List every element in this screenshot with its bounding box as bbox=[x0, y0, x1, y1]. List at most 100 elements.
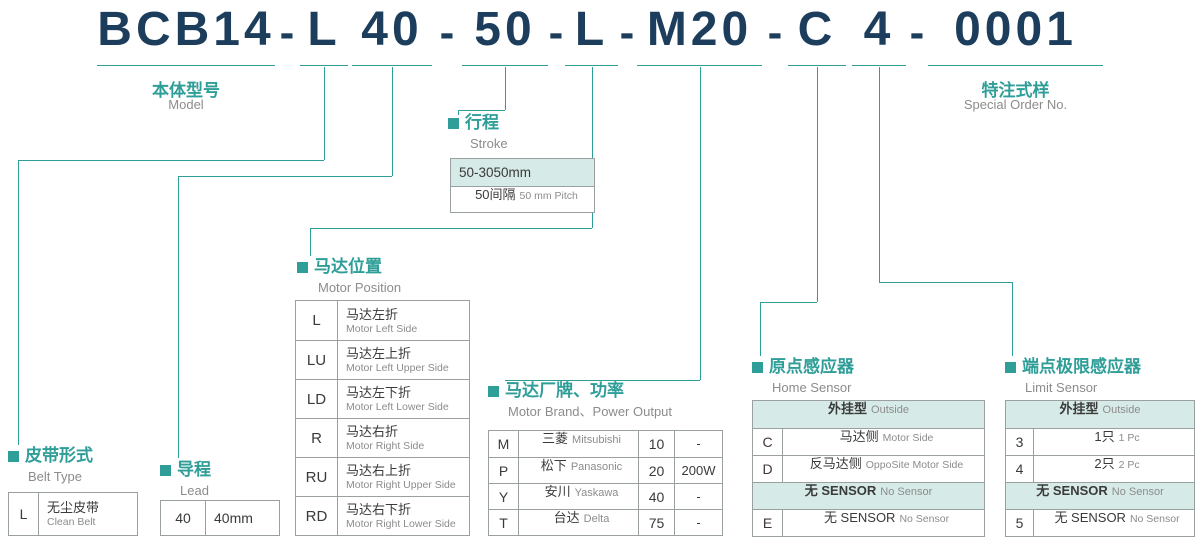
connector-belt-type bbox=[18, 160, 324, 161]
desc-cell: 无尘皮带 Clean Belt bbox=[39, 493, 137, 535]
code-cell: R bbox=[296, 419, 338, 457]
desc-cell: 马达左折 Motor Left Side bbox=[338, 301, 469, 340]
desc-en: Motor Side bbox=[882, 432, 934, 444]
desc-cell: 1只 1 Pc bbox=[1034, 429, 1194, 455]
power-value: - bbox=[696, 436, 701, 451]
segment-special-order-code: 0001 bbox=[928, 3, 1103, 66]
desc-zh: 马达右折 bbox=[346, 424, 399, 439]
brand-cell: 松下 Panasonic bbox=[519, 458, 639, 483]
table-row: 50-3050mm bbox=[451, 159, 594, 186]
table-row: Y 安川 Yaskawa 40 - bbox=[489, 483, 722, 509]
code-cell: T bbox=[489, 510, 519, 535]
stroke-title-zh: 行程 bbox=[465, 113, 499, 132]
power-cell: 200W bbox=[675, 458, 722, 483]
stroke-title-en: Stroke bbox=[470, 136, 508, 151]
power-code-cell: 20 bbox=[639, 458, 675, 483]
table-row: D 反马达侧 OppoSite Motor Side bbox=[753, 455, 984, 482]
table-row: 5 无 SENSOR No Sensor bbox=[1006, 509, 1194, 536]
header-cell: 外挂型 Outside bbox=[1006, 401, 1194, 428]
motor-position-table: L 马达左折 Motor Left Side LU 马达左上折 Motor Le… bbox=[295, 300, 470, 536]
brand-zh: 台达 bbox=[553, 510, 580, 525]
connector-stroke bbox=[458, 110, 459, 115]
desc-cell: 马达右下折 Motor Right Lower Side bbox=[338, 497, 469, 535]
code-cell: E bbox=[753, 510, 783, 536]
desc-zh: 1只 bbox=[1094, 429, 1115, 444]
bullet-square-icon bbox=[488, 385, 499, 397]
code-cell: 40 bbox=[161, 501, 206, 535]
power-code-cell: 10 bbox=[639, 431, 675, 457]
brand-cell: 安川 Yaskawa bbox=[519, 484, 639, 509]
connector-motor-position bbox=[310, 228, 311, 256]
connector-belt-type bbox=[18, 160, 19, 445]
lead-table: 40 40mm bbox=[160, 500, 280, 536]
lead-title-en: Lead bbox=[180, 483, 209, 498]
table-row: 外挂型 Outside bbox=[753, 401, 984, 428]
connector-stroke bbox=[458, 110, 505, 111]
segment-separator: - bbox=[548, 8, 564, 57]
connector-home-sensor bbox=[760, 302, 761, 356]
table-row: 50间隔 50 mm Pitch bbox=[451, 186, 594, 212]
desc-cell: 2只 2 Pc bbox=[1034, 456, 1194, 482]
table-row: M 三菱 Mitsubishi 10 - bbox=[489, 431, 722, 457]
bullet-square-icon bbox=[448, 117, 459, 129]
desc-cell: 马达侧 Motor Side bbox=[783, 429, 984, 455]
desc-zh: 马达侧 bbox=[839, 429, 879, 444]
no-sensor-en: No Sensor bbox=[1111, 486, 1164, 498]
header-zh: 外挂型 bbox=[828, 401, 868, 416]
limit-sensor-title-en: Limit Sensor bbox=[1025, 380, 1098, 395]
brand-zh: 安川 bbox=[544, 484, 571, 499]
segment-home-sensor-code: C bbox=[788, 3, 846, 66]
code-cell: 3 bbox=[1006, 429, 1034, 455]
limit-sensor-table: 外挂型 Outside 3 1只 1 Pc 4 2只 2 Pc 无 SENSOR… bbox=[1005, 400, 1195, 537]
brand-en: Delta bbox=[583, 513, 610, 525]
segment-lead-code: 40 bbox=[352, 3, 432, 66]
desc-cell: 无 SENSOR No Sensor bbox=[783, 510, 984, 536]
brand-zh: 三菱 bbox=[542, 431, 569, 446]
limit-sensor-section-title: 端点极限感应器 bbox=[1005, 358, 1141, 376]
segment-model: BCB14 bbox=[97, 3, 275, 66]
bullet-square-icon bbox=[1005, 361, 1016, 373]
table-row: 40 40mm bbox=[161, 501, 279, 535]
motor-brand-table: M 三菱 Mitsubishi 10 - P 松下 Panasonic 20 2… bbox=[488, 430, 723, 536]
connector-motor-position bbox=[310, 228, 592, 229]
code-cell: M bbox=[489, 431, 519, 457]
brand-en: Yaskawa bbox=[574, 487, 619, 499]
motor-brand-title-zh: 马达厂牌、功率 bbox=[505, 381, 624, 400]
desc-zh: 反马达侧 bbox=[809, 456, 862, 471]
belt-type-title-zh: 皮带形式 bbox=[25, 446, 93, 465]
table-row: L 马达左折 Motor Left Side bbox=[296, 301, 469, 340]
lead-value: 40mm bbox=[214, 510, 253, 526]
table-row: 4 2只 2 Pc bbox=[1006, 455, 1194, 482]
connector-limit-sensor bbox=[879, 67, 880, 282]
desc-en: OppoSite Motor Side bbox=[865, 459, 964, 471]
brand-cell: 三菱 Mitsubishi bbox=[519, 431, 639, 457]
code-cell: L bbox=[9, 493, 39, 535]
desc-en: Motor Right Upper Side bbox=[346, 479, 456, 491]
desc-en: Clean Belt bbox=[47, 516, 96, 528]
table-row: P 松下 Panasonic 20 200W bbox=[489, 457, 722, 483]
desc-en: Motor Left Lower Side bbox=[346, 401, 449, 413]
motor-brand-section-title: 马达厂牌、功率 bbox=[488, 382, 624, 400]
no-sensor-en: No Sensor bbox=[880, 486, 933, 498]
header-en: Outside bbox=[1102, 404, 1141, 416]
table-row: 3 1只 1 Pc bbox=[1006, 428, 1194, 455]
connector-motor-position bbox=[592, 67, 593, 228]
stroke-pitch-zh: 50间隔 bbox=[475, 187, 516, 202]
table-row: 无 SENSOR No Sensor bbox=[1006, 482, 1194, 509]
segment-separator: - bbox=[767, 8, 783, 57]
special-label-en: Special Order No. bbox=[963, 97, 1068, 112]
power-value: - bbox=[696, 514, 701, 530]
power-code-cell: 75 bbox=[639, 510, 675, 535]
segment-separator: - bbox=[439, 8, 455, 57]
connector-lead bbox=[178, 176, 392, 177]
bullet-square-icon bbox=[160, 464, 171, 476]
code-cell: 5 bbox=[1006, 510, 1034, 536]
desc-cell: 马达右折 Motor Right Side bbox=[338, 419, 469, 457]
belt-type-table: L 无尘皮带 Clean Belt bbox=[8, 492, 138, 536]
connector-stroke bbox=[505, 67, 506, 110]
code-cell: 4 bbox=[1006, 456, 1034, 482]
desc-zh: 马达左折 bbox=[346, 306, 399, 322]
code-cell: LU bbox=[296, 341, 338, 379]
belt-type-section-title: 皮带形式 bbox=[8, 447, 93, 465]
